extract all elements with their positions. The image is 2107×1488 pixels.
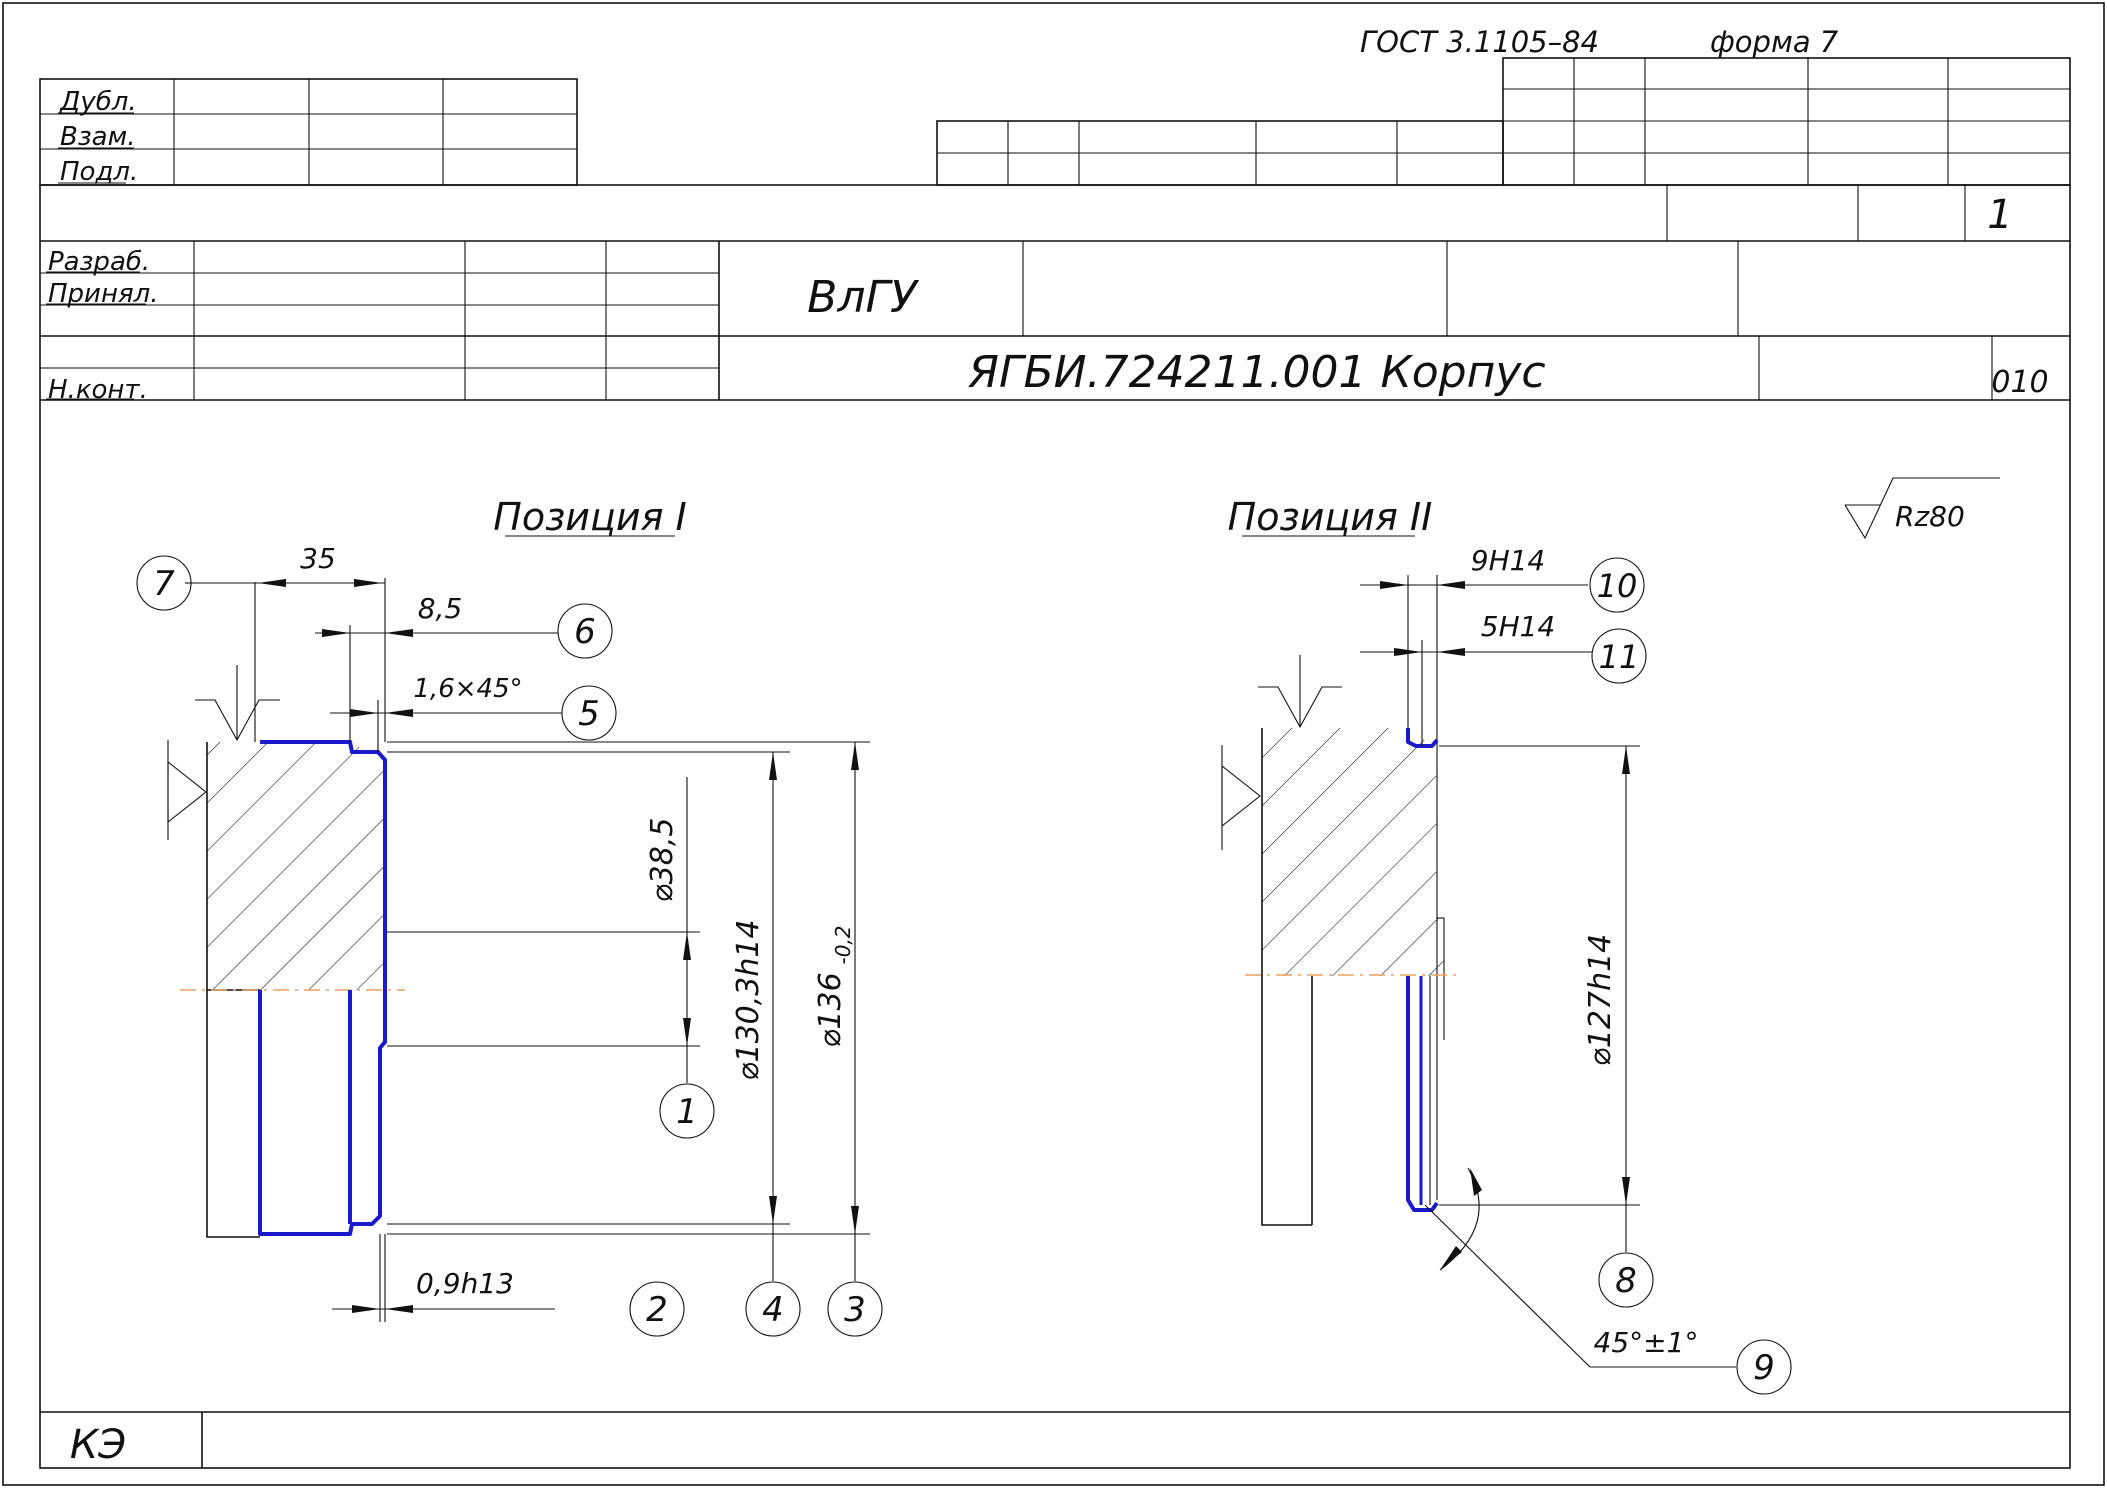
svg-text:5: 5 <box>578 694 600 734</box>
sheet-number: 1 <box>1987 192 2012 238</box>
dim-dia-130: ⌀130,3h14 <box>731 919 766 1080</box>
machined-contour-2 <box>1406 728 1439 748</box>
position-1-title: Позиция I <box>493 495 686 539</box>
footer-label: КЭ <box>70 1422 126 1468</box>
roughness-value: Rz80 <box>1895 500 1965 533</box>
form-label: форма 7 <box>1710 25 1839 59</box>
podl-label: Подл. <box>60 157 138 187</box>
callout-10: 10 <box>1589 557 1645 613</box>
svg-text:1: 1 <box>676 1092 698 1132</box>
svg-text:8: 8 <box>1615 1261 1637 1301</box>
svg-text:7: 7 <box>153 564 175 604</box>
operation-number: 010 <box>1991 365 2048 400</box>
svg-text:6: 6 <box>574 612 596 652</box>
title-block: Разраб. Принял. Н.конт. ВлГУ ЯГБИ.724211… <box>40 241 2070 405</box>
callout-4: 4 <box>745 1281 801 1337</box>
svg-text:10: 10 <box>1597 567 1638 605</box>
svg-text:2: 2 <box>646 1290 668 1330</box>
vzam-label: Взам. <box>60 122 135 152</box>
part-section-2 <box>1262 728 1444 976</box>
header-block: ГОСТ 3.1105–84 форма 7 Дубл. Взам. Подл. <box>39 25 2071 242</box>
dim-dia-127: ⌀127h14 <box>1583 934 1618 1067</box>
svg-text:3: 3 <box>844 1290 866 1330</box>
dim-angle: 45°±1° <box>1594 1326 1699 1359</box>
svg-text:4: 4 <box>762 1290 784 1330</box>
roughness-sign: Rz80 <box>1844 477 2000 540</box>
footer-block: КЭ <box>40 1411 2070 1468</box>
dubl-label: Дубл. <box>59 87 137 117</box>
position-1: Позиция I 35 8,5 <box>136 495 883 1337</box>
svg-text:9: 9 <box>1753 1348 1775 1388</box>
dim-chamfer: 1,6×45° <box>413 674 522 704</box>
position-2: Позиция II 9H14 5H14 <box>1221 495 1792 1395</box>
svg-text:11: 11 <box>1599 638 1640 676</box>
organization-name: ВлГУ <box>807 272 920 323</box>
callout-1: 1 <box>659 1083 715 1139</box>
position-2-title: Позиция II <box>1228 495 1433 539</box>
callout-11: 11 <box>1591 628 1647 684</box>
standard-label: ГОСТ 3.1105–84 <box>1360 25 1599 59</box>
dim-dia-38-5: ⌀38,5 <box>645 818 680 903</box>
dim-dia-136: ⌀136 <box>813 972 848 1047</box>
dim-groove: 0,9h13 <box>416 1267 514 1300</box>
dim-9h14: 9H14 <box>1471 544 1546 577</box>
dim-dia-136-tolerance: -0,2 <box>831 925 855 964</box>
callout-6: 6 <box>557 603 613 659</box>
dim-35: 35 <box>300 542 336 575</box>
callout-5: 5 <box>561 685 617 741</box>
machined-contour-1 <box>258 740 387 1236</box>
dim-8-5: 8,5 <box>418 592 463 625</box>
callout-2: 2 <box>629 1281 685 1337</box>
part-section-1 <box>207 742 385 990</box>
callout-7: 7 <box>136 555 192 611</box>
dim-5h14: 5H14 <box>1481 610 1556 643</box>
callout-3: 3 <box>827 1281 883 1337</box>
document-name: ЯГБИ.724211.001 Корпус <box>967 347 1545 398</box>
role-nkont: Н.конт. <box>48 375 148 405</box>
callout-9: 9 <box>1736 1339 1792 1395</box>
callout-8: 8 <box>1598 1252 1654 1308</box>
